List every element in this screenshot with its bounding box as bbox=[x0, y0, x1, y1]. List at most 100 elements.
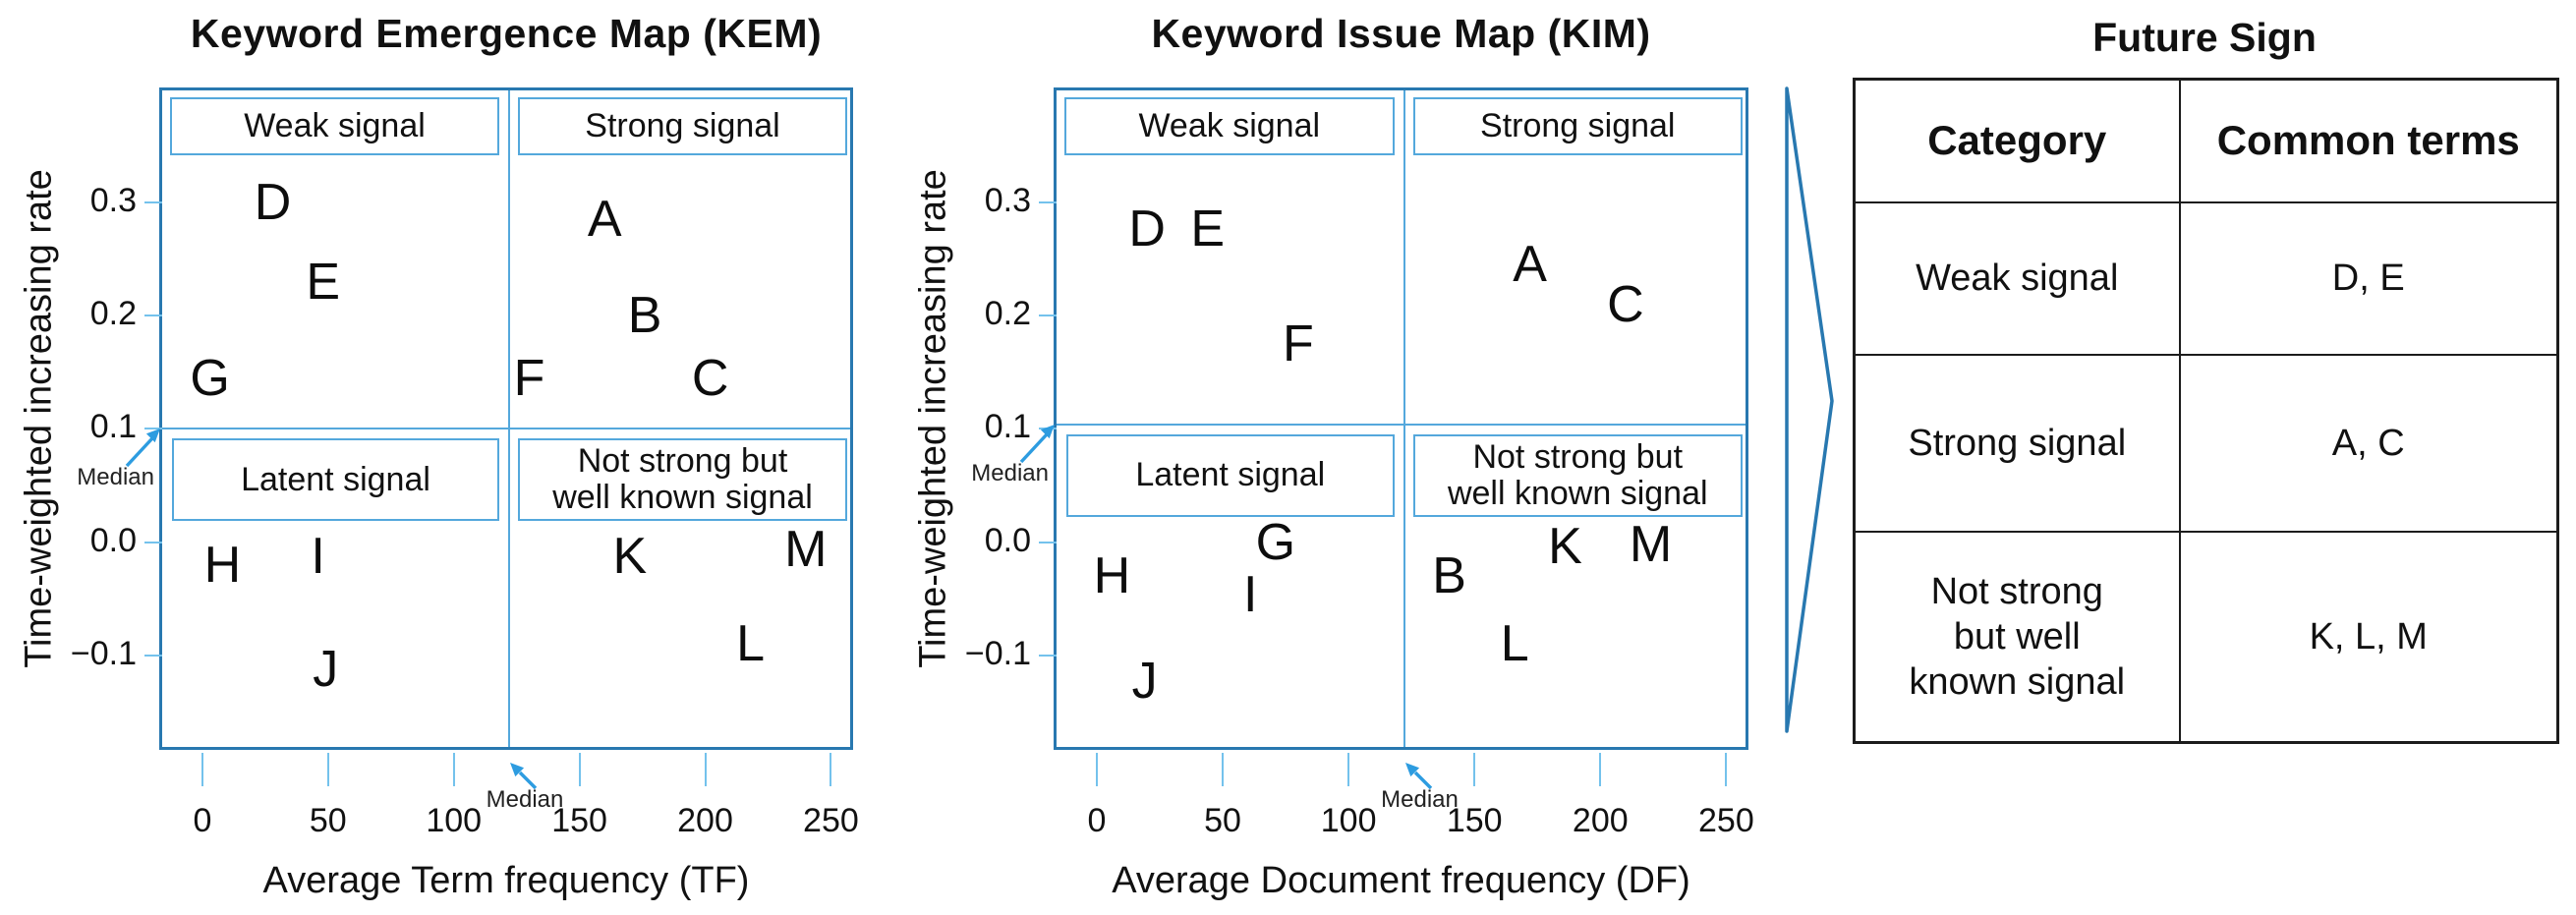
kim-median-x-label: Median bbox=[1381, 786, 1459, 813]
kim-point-D: D bbox=[1128, 200, 1166, 257]
kem-x-tick-150 bbox=[578, 753, 581, 786]
kem-y-tick-label-3: 0.0 bbox=[89, 521, 137, 559]
kim-chart: Keyword Issue Map (KIM) Weak signal Stron… bbox=[913, 11, 1754, 901]
kim-x-tick-150 bbox=[1473, 753, 1476, 786]
kem-point-L: L bbox=[736, 615, 766, 673]
kim-y-tick-4 bbox=[1039, 654, 1057, 657]
kim-point-I: I bbox=[1243, 565, 1258, 623]
kem-y-tick-2 bbox=[144, 428, 162, 430]
table-cell-category: Strong signal bbox=[1853, 353, 2181, 533]
kem-y-axis-label: Time-weighted increasing rate bbox=[18, 169, 60, 668]
kem-point-J: J bbox=[313, 640, 339, 698]
kim-quadrant-bottom-right: Not strong but well known signal bbox=[1412, 433, 1743, 517]
kim-x-tick-0 bbox=[1095, 753, 1098, 786]
kim-median-x-line bbox=[1402, 90, 1405, 747]
kim-y-tick-3 bbox=[1039, 541, 1057, 543]
kem-y-tick-0 bbox=[144, 201, 162, 204]
table-column-header-1: Common terms bbox=[2178, 78, 2559, 203]
chevron-bracket bbox=[1785, 86, 1834, 733]
kem-point-K: K bbox=[612, 527, 648, 585]
kim-median-y-arrow bbox=[1019, 424, 1055, 464]
kim-point-M: M bbox=[1629, 516, 1673, 573]
kim-y-tick-label-0: 0.3 bbox=[984, 182, 1031, 220]
kim-point-H: H bbox=[1093, 547, 1131, 605]
kim-median-y-line bbox=[1057, 423, 1746, 426]
kem-point-B: B bbox=[627, 287, 662, 345]
kim-y-tick-label-3: 0.0 bbox=[984, 521, 1031, 559]
kim-x-tick-200 bbox=[1599, 753, 1602, 786]
kem-median-y-arrow bbox=[125, 429, 160, 468]
kim-x-tick-label-50: 50 bbox=[1204, 802, 1241, 839]
kim-x-axis-label: Average Document frequency (DF) bbox=[1112, 860, 1690, 901]
kim-point-A: A bbox=[1513, 236, 1547, 294]
kim-x-tick-250 bbox=[1725, 753, 1728, 786]
kim-point-E: E bbox=[1190, 200, 1226, 257]
kim-x-tick-label-150: 150 bbox=[1446, 802, 1503, 839]
kem-point-C: C bbox=[691, 349, 729, 407]
table-cell-category: Weak signal bbox=[1853, 200, 2181, 356]
kim-y-tick-label-4: −0.1 bbox=[964, 634, 1031, 672]
table-cell-category: Not strong but well known signal bbox=[1853, 530, 2181, 744]
kem-x-tick-100 bbox=[452, 753, 455, 786]
table-cell-terms: K, L, M bbox=[2178, 530, 2559, 744]
table-column-header-0: Category bbox=[1853, 78, 2181, 203]
kim-quadrant-top-right: Strong signal bbox=[1412, 97, 1743, 155]
kim-y-tick-1 bbox=[1039, 315, 1057, 317]
kem-y-tick-label-0: 0.3 bbox=[89, 182, 137, 220]
kim-x-tick-label-100: 100 bbox=[1320, 802, 1377, 839]
kim-y-tick-label-2: 0.1 bbox=[984, 408, 1031, 446]
kem-y-tick-1 bbox=[144, 315, 162, 317]
kem-chart: Keyword Emergence Map (KEM) Weak signal S… bbox=[19, 11, 859, 901]
kim-quadrant-top-left: Weak signal bbox=[1064, 97, 1395, 155]
kem-x-tick-label-50: 50 bbox=[309, 802, 347, 839]
kim-x-tick-label-250: 250 bbox=[1698, 802, 1754, 839]
kem-x-tick-label-200: 200 bbox=[677, 802, 733, 839]
kim-point-K: K bbox=[1548, 518, 1582, 576]
kim-point-G: G bbox=[1255, 513, 1296, 571]
future-sign-title: Future Sign bbox=[2092, 15, 2317, 60]
kim-x-tick-50 bbox=[1222, 753, 1225, 786]
kim-quadrant-bottom-left: Latent signal bbox=[1066, 433, 1395, 517]
kim-point-C: C bbox=[1607, 275, 1644, 333]
kem-quadrant-top-left: Weak signal bbox=[170, 97, 499, 155]
kem-point-F: F bbox=[513, 349, 545, 407]
kim-y-axis-label: Time-weighted increasing rate bbox=[912, 169, 954, 668]
kim-point-L: L bbox=[1500, 615, 1529, 673]
kem-x-tick-0 bbox=[200, 753, 203, 786]
kem-x-tick-200 bbox=[704, 753, 707, 786]
table-cell-terms: A, C bbox=[2178, 353, 2559, 533]
kem-median-x-arrow bbox=[510, 763, 538, 790]
kim-y-tick-0 bbox=[1039, 201, 1057, 204]
kem-x-tick-label-250: 250 bbox=[803, 802, 859, 839]
kim-median-y-label: Median bbox=[971, 459, 1049, 486]
kem-point-M: M bbox=[784, 520, 828, 578]
kim-point-B: B bbox=[1432, 547, 1466, 605]
kem-y-tick-label-1: 0.2 bbox=[89, 295, 137, 333]
kim-y-tick-label-1: 0.2 bbox=[984, 295, 1031, 333]
kem-x-tick-50 bbox=[326, 753, 329, 786]
kem-quadrant-top-right: Strong signal bbox=[518, 97, 847, 155]
kem-x-tick-label-0: 0 bbox=[193, 802, 212, 839]
kem-y-tick-label-2: 0.1 bbox=[89, 408, 137, 446]
kim-title: Keyword Issue Map (KIM) bbox=[1151, 11, 1651, 56]
kem-title: Keyword Emergence Map (KEM) bbox=[190, 11, 823, 56]
kim-x-tick-label-0: 0 bbox=[1087, 802, 1107, 839]
kem-point-E: E bbox=[306, 253, 341, 311]
kem-x-axis-label: Average Term frequency (TF) bbox=[262, 860, 750, 901]
kem-median-x-label: Median bbox=[486, 786, 564, 813]
kim-point-F: F bbox=[1283, 315, 1314, 373]
kim-median-x-arrow bbox=[1404, 763, 1432, 790]
kim-x-tick-label-200: 200 bbox=[1572, 802, 1629, 839]
kem-x-tick-250 bbox=[830, 753, 832, 786]
kem-median-y-label: Median bbox=[77, 464, 154, 491]
